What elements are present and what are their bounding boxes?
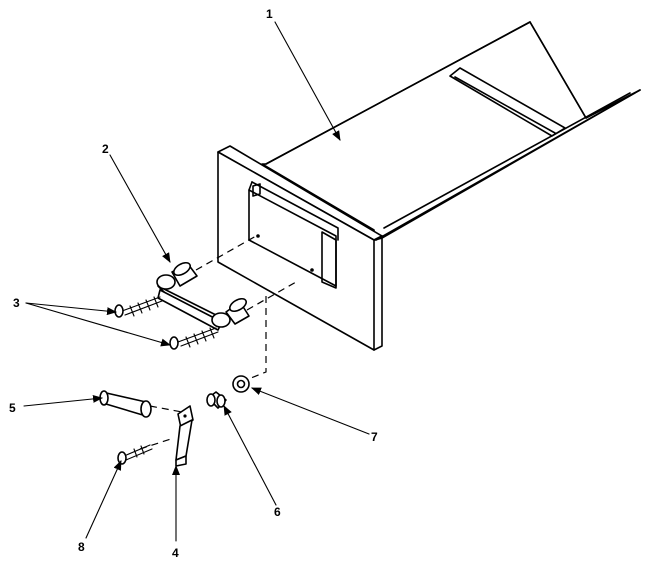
- callout-2: 2: [102, 142, 109, 156]
- callout-3: 3: [13, 296, 20, 310]
- latch-bracket: [175, 405, 194, 467]
- callout-7: 7: [371, 430, 378, 444]
- washer: [232, 375, 250, 393]
- small-screw: [117, 444, 153, 465]
- callout-8: 8: [78, 540, 85, 554]
- callout-labels: 1 2 3 4 5 6 7 8: [9, 7, 378, 560]
- callout-4: 4: [172, 546, 179, 560]
- drawer-tray-assembly: [217, 21, 641, 351]
- mounting-screws: [114, 296, 219, 350]
- hinge-bracket: [156, 261, 250, 331]
- nut: [206, 391, 227, 409]
- callout-6: 6: [274, 505, 281, 519]
- knob: [99, 390, 152, 418]
- callout-1: 1: [266, 7, 273, 21]
- callout-5: 5: [9, 401, 16, 415]
- leader-lines: [23, 21, 370, 542]
